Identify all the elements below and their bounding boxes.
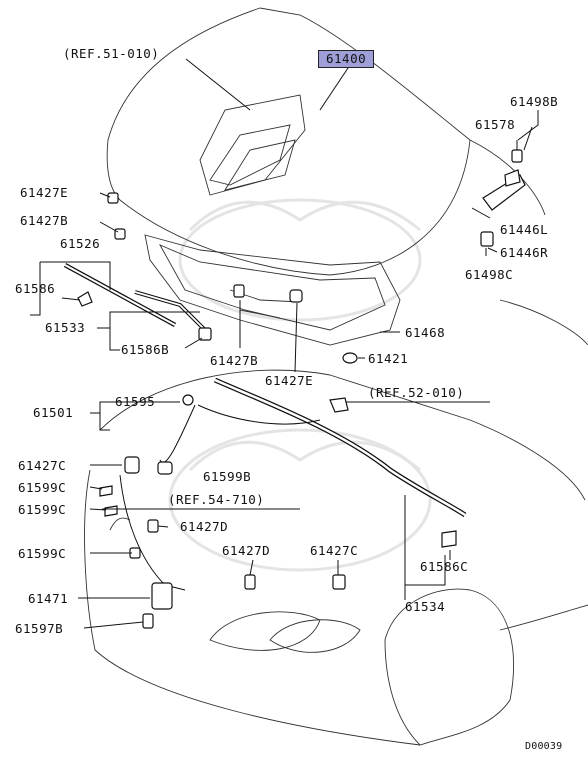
label-61427d-mid: 61427D <box>180 519 229 534</box>
label-61533: 61533 <box>45 320 86 335</box>
label-61595: 61595 <box>115 394 156 409</box>
vehicle-body <box>84 299 588 746</box>
label-61427c-lower: 61427C <box>310 543 359 558</box>
label-61427d-lower: 61427D <box>222 543 271 558</box>
label-61599c-2: 61599C <box>18 502 67 517</box>
label-61471: 61471 <box>28 591 69 606</box>
label-ref-54-710: (REF.54-710) <box>168 492 265 507</box>
label-61534: 61534 <box>405 599 446 614</box>
hood-hinge-61446 <box>480 140 526 256</box>
label-61586: 61586 <box>15 281 56 296</box>
label-61427c-left: 61427C <box>18 458 67 473</box>
label-61446l: 61446L <box>500 222 549 237</box>
watermark <box>168 198 432 572</box>
label-61498c: 61498C <box>465 267 514 282</box>
label-61599c-3: 61599C <box>18 546 67 561</box>
label-61578: 61578 <box>475 117 516 132</box>
seals-61526-61533 <box>63 263 207 332</box>
label-61599c-1: 61599C <box>18 480 67 495</box>
label-61526: 61526 <box>60 236 101 251</box>
label-61597b: 61597B <box>15 621 64 636</box>
diagram-code: D00039 <box>525 741 563 752</box>
label-61427e-upper: 61427E <box>20 185 69 200</box>
label-61501: 61501 <box>33 405 74 420</box>
label-61599b: 61599B <box>203 469 252 484</box>
label-61427e-lower: 61427E <box>265 373 314 388</box>
label-61586c: 61586C <box>420 559 469 574</box>
label-61421: 61421 <box>368 351 409 366</box>
leader-lines <box>30 58 539 629</box>
fasteners <box>77 192 457 629</box>
label-ref-52-010: (REF.52-010) <box>368 385 465 400</box>
weatherstrip-61534 <box>213 377 467 518</box>
label-61586b: 61586B <box>121 342 170 357</box>
label-61400: 61400 <box>318 50 375 68</box>
label-61468: 61468 <box>405 325 446 340</box>
label-ref-51-010: (REF.51-010) <box>63 46 160 61</box>
label-61427b-lower: 61427B <box>210 353 259 368</box>
label-61498b: 61498B <box>510 94 559 109</box>
label-61446r: 61446R <box>500 245 549 260</box>
hood-61400 <box>106 7 546 276</box>
label-61427b-upper: 61427B <box>20 213 69 228</box>
hood-insulator-61468 <box>144 234 401 346</box>
